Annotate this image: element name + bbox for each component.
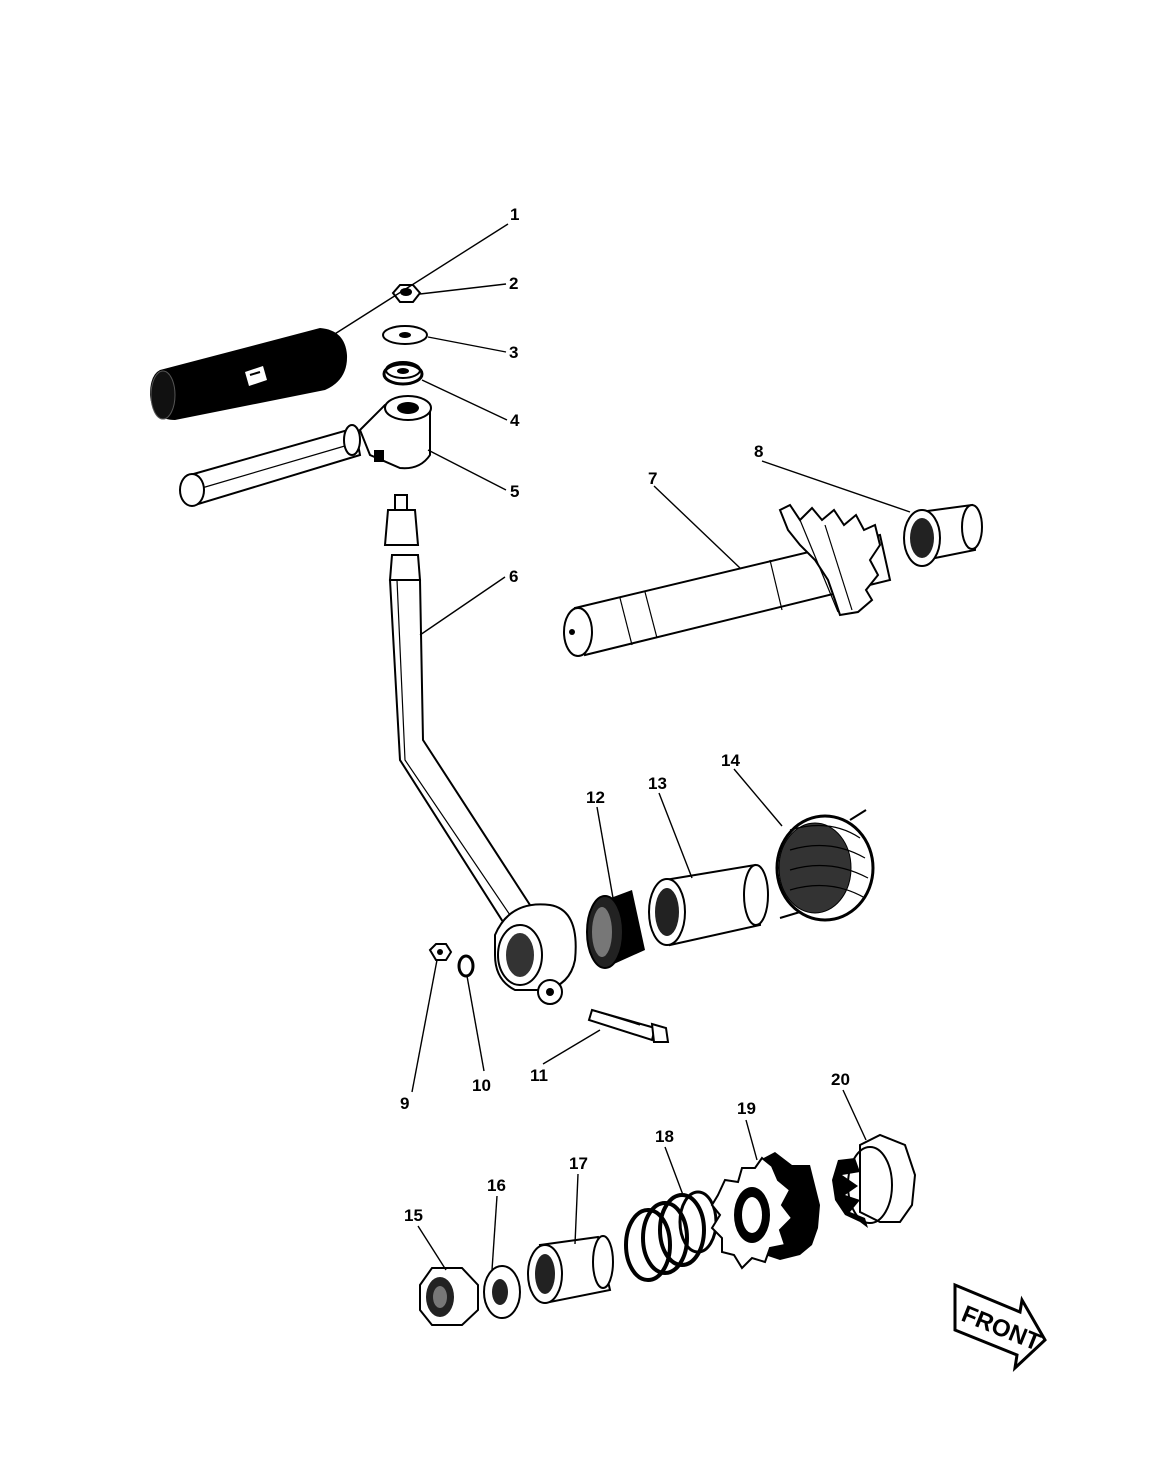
callout-5: 5 <box>510 482 519 501</box>
leader-lines <box>329 223 911 1271</box>
callout-9: 9 <box>400 1094 409 1113</box>
callout-13: 13 <box>648 774 667 793</box>
part-8-bush <box>903 503 983 567</box>
callout-6: 6 <box>509 567 518 586</box>
part-20-ratchet <box>832 1133 917 1228</box>
callout-3: 3 <box>509 343 518 362</box>
part-13-sleeve <box>648 863 769 947</box>
callout-16: 16 <box>487 1176 506 1195</box>
callout-11: 11 <box>530 1066 548 1085</box>
part-5-pedal-arm <box>179 395 432 507</box>
front-arrow: FRONT <box>953 1282 1047 1373</box>
part-19-gear <box>710 1152 820 1270</box>
callout-1: 1 <box>510 205 519 224</box>
callout-19: 19 <box>737 1099 756 1118</box>
part-6-kick-arm <box>383 494 577 1005</box>
callout-15: 15 <box>404 1206 423 1225</box>
part-4-spring-washer <box>382 361 424 386</box>
callout-8: 8 <box>754 442 763 461</box>
part-16-washer <box>483 1265 521 1319</box>
callout-2: 2 <box>509 274 518 293</box>
part-12-ring <box>586 890 645 969</box>
callout-4: 4 <box>510 411 520 430</box>
callout-7: 7 <box>648 469 657 488</box>
part-3-washer <box>382 325 428 345</box>
part-17-bush <box>527 1235 614 1304</box>
part-9-nut <box>428 943 453 961</box>
callout-18: 18 <box>655 1127 674 1146</box>
callout-17: 17 <box>569 1154 588 1173</box>
part-1-grip-rubber <box>150 328 348 420</box>
callout-labels: 1 2 3 4 5 6 7 8 9 10 11 12 13 14 15 16 1… <box>400 205 850 1225</box>
part-15-hex-nut <box>419 1267 479 1326</box>
part-11-bolt <box>587 1008 670 1043</box>
part-2-nut <box>391 284 422 303</box>
callout-14: 14 <box>721 751 740 770</box>
callout-20: 20 <box>831 1070 850 1089</box>
callout-12: 12 <box>586 788 605 807</box>
part-18-coil-spring <box>624 1190 718 1282</box>
part-10-washer <box>457 954 475 978</box>
part-7-kick-shaft <box>563 503 892 657</box>
part-14-return-spring <box>775 809 875 922</box>
callout-10: 10 <box>472 1076 491 1095</box>
